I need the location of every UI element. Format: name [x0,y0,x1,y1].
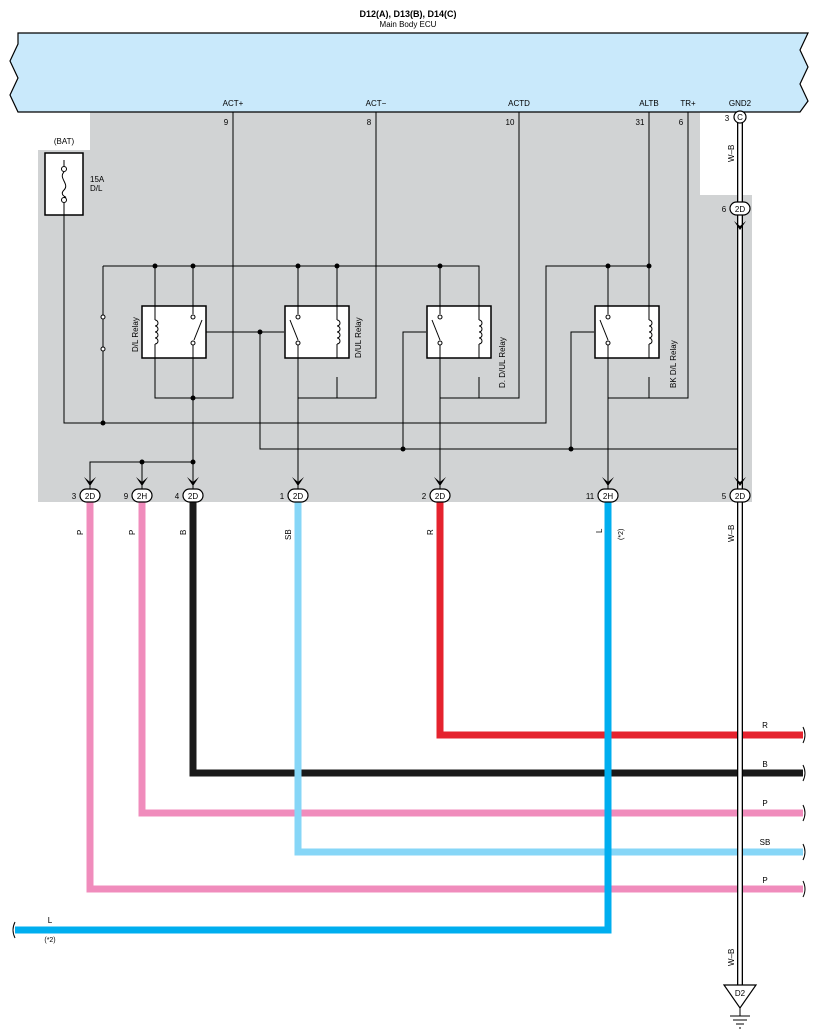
junction-1-wire: SB [284,529,293,540]
terminal-act-minus-pin: 8 [367,118,372,127]
wire-l [15,502,612,934]
junction-1-connector: 2D [293,492,303,501]
terminal-act-plus-pin: 9 [224,118,229,127]
ecu-name: Main Body ECU [380,20,437,29]
junction-5-connector: 2D [735,492,745,501]
output-sb-label: SB [760,838,771,847]
terminal-tr-plus-pin: 6 [679,118,684,127]
terminal-actd-label: ACTD [508,99,530,108]
junction-5-wire: W–B [727,525,736,542]
relay-d-dul-label: D. D/UL Relay [498,337,507,388]
main-body-ecu: D12(A), D13(B), D14(C) Main Body ECU [9,9,809,113]
wire-r [436,502,803,739]
terminal-tr-plus-label: TR+ [680,99,696,108]
relay-bk-dl: BK D/L Relay [594,305,678,388]
left-output-wire-label: L [48,916,53,925]
internal-wiring [63,112,740,490]
relay-dul: D/UL Relay [284,305,363,359]
gnd2-connector-letter: C [737,113,743,122]
gnd-link-connector: 2D [735,205,745,214]
relay-dl: D/L Relay [131,305,207,359]
junction-11-pin: 11 [586,492,595,501]
ground-wire-label: W–B [727,949,736,966]
fuse-source-label: (BAT) [54,137,75,146]
bus-switch-icon [100,314,106,352]
junction-3-wire: P [76,530,85,535]
terminal-actd-pin: 10 [506,118,515,127]
ground-d2: W–B D2 [722,949,758,1029]
output-labels: R B P SB P L (*2) [44,721,770,944]
relay-d-dul: D. D/UL Relay [426,305,507,388]
output-p-label-1: P [762,799,767,808]
output-r-label: R [762,721,768,730]
junction-9-wire: P [128,530,137,535]
wire-b [189,502,803,777]
junction-2-wire: R [426,529,435,535]
junction-3-connector: 2D [85,492,95,501]
junction-connectors: 2D 3 P 2H 9 P 2D 4 B 2D 1 SB 2D [72,477,751,542]
relay-dl-label: D/L Relay [131,317,140,352]
junction-11-connector: 2H [603,492,613,501]
junction-9-connector: 2H [137,492,147,501]
harness-wires [15,502,803,934]
terminal-gnd2-pin: 3 [725,114,730,123]
junction-11-note: (*2) [618,529,625,540]
junction-1-2d: 2D 1 SB [280,477,309,540]
junction-3-pin: 3 [72,492,77,501]
wire-p-9 [138,502,803,817]
junction-2-pin: 2 [422,492,427,501]
terminal-gnd2-label: GND2 [729,99,752,108]
junction-4-wire: B [179,530,188,535]
wire-p-3 [86,502,803,893]
junction-2-connector: 2D [435,492,445,501]
junction-2-2d: 2D 2 R [422,477,451,535]
wire-break-marks [12,726,806,939]
ecu-connector-header: D12(A), D13(B), D14(C) [359,9,456,19]
ecu-terminal-labels: ACT+ 9 ACT− 8 ACTD 10 ALTB 31 TR+ 6 GND2… [223,99,752,127]
output-b-label: B [762,760,767,769]
junction-4-connector: 2D [188,492,198,501]
junction-5-2d: 2D 5 W–B [722,477,751,542]
wire-sb [294,502,803,856]
relay-bk-dl-label: BK D/L Relay [669,340,678,388]
ground-name: D2 [735,989,746,998]
gnd2-connector [733,110,747,124]
terminal-altb-label: ALTB [639,99,658,108]
junction-11-wire: L [595,528,604,533]
junction-11-2h: 2H 11 L (*2) [586,477,625,540]
fuse-name: D/L [90,184,103,193]
junction-5-pin: 5 [722,492,727,501]
left-output-note: (*2) [44,937,55,944]
junction-9-pin: 9 [124,492,129,501]
junction-dots [100,263,743,465]
junction-4-pin: 4 [175,492,180,501]
junction-3-2d: 2D 3 P [72,477,101,535]
relay-dul-label: D/UL Relay [354,317,363,358]
output-p-label-2: P [762,876,767,885]
terminal-act-plus-label: ACT+ [223,99,244,108]
gnd-link-pin: 6 [722,205,727,214]
junction-4-2d: 2D 4 B [175,477,204,535]
fuse-rating: 15A [90,175,105,184]
junction-block-area [38,112,752,502]
terminal-act-minus-label: ACT− [366,99,387,108]
junction-9-2h: 2H 9 P [124,477,153,535]
gnd-link-wire-label: W–B [727,145,736,162]
terminal-altb-pin: 31 [636,118,645,127]
junction-1-pin: 1 [280,492,285,501]
